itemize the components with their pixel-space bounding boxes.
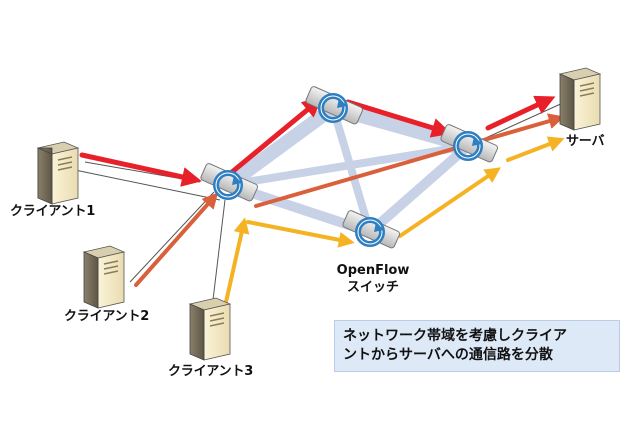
computer-icon-server [558,67,602,131]
caption-line-1: ネットワーク帯域を考慮しクライア [343,328,567,344]
openflow-switch-icon [305,86,363,125]
computer-icon-client2 [82,245,126,309]
switch-label-line1: OpenFlow [336,263,410,278]
openflow-switch-icon [200,163,258,202]
computer-icon-client1 [36,141,80,205]
orange-path [134,113,565,287]
caption-line-2: ントからサーバへの通信路を分散 [343,347,553,363]
yellow-path [224,136,565,304]
openflow-switch-icon [342,210,400,249]
client2-label: クライアント2 [64,309,150,324]
client1-label: クライアント1 [10,204,96,219]
red-path [79,95,556,187]
caption-box: ネットワーク帯域を考慮しクライア ントからサーバへの通信路を分散 [334,320,620,372]
computer-icon-client3 [188,297,232,361]
switch-label-line2: スイッチ [346,280,399,295]
server-label: サーバ [566,134,605,149]
switch-label: OpenFlow スイッチ [318,262,428,296]
openflow-switch-icon [440,124,498,163]
client3-label: クライアント3 [168,364,254,379]
